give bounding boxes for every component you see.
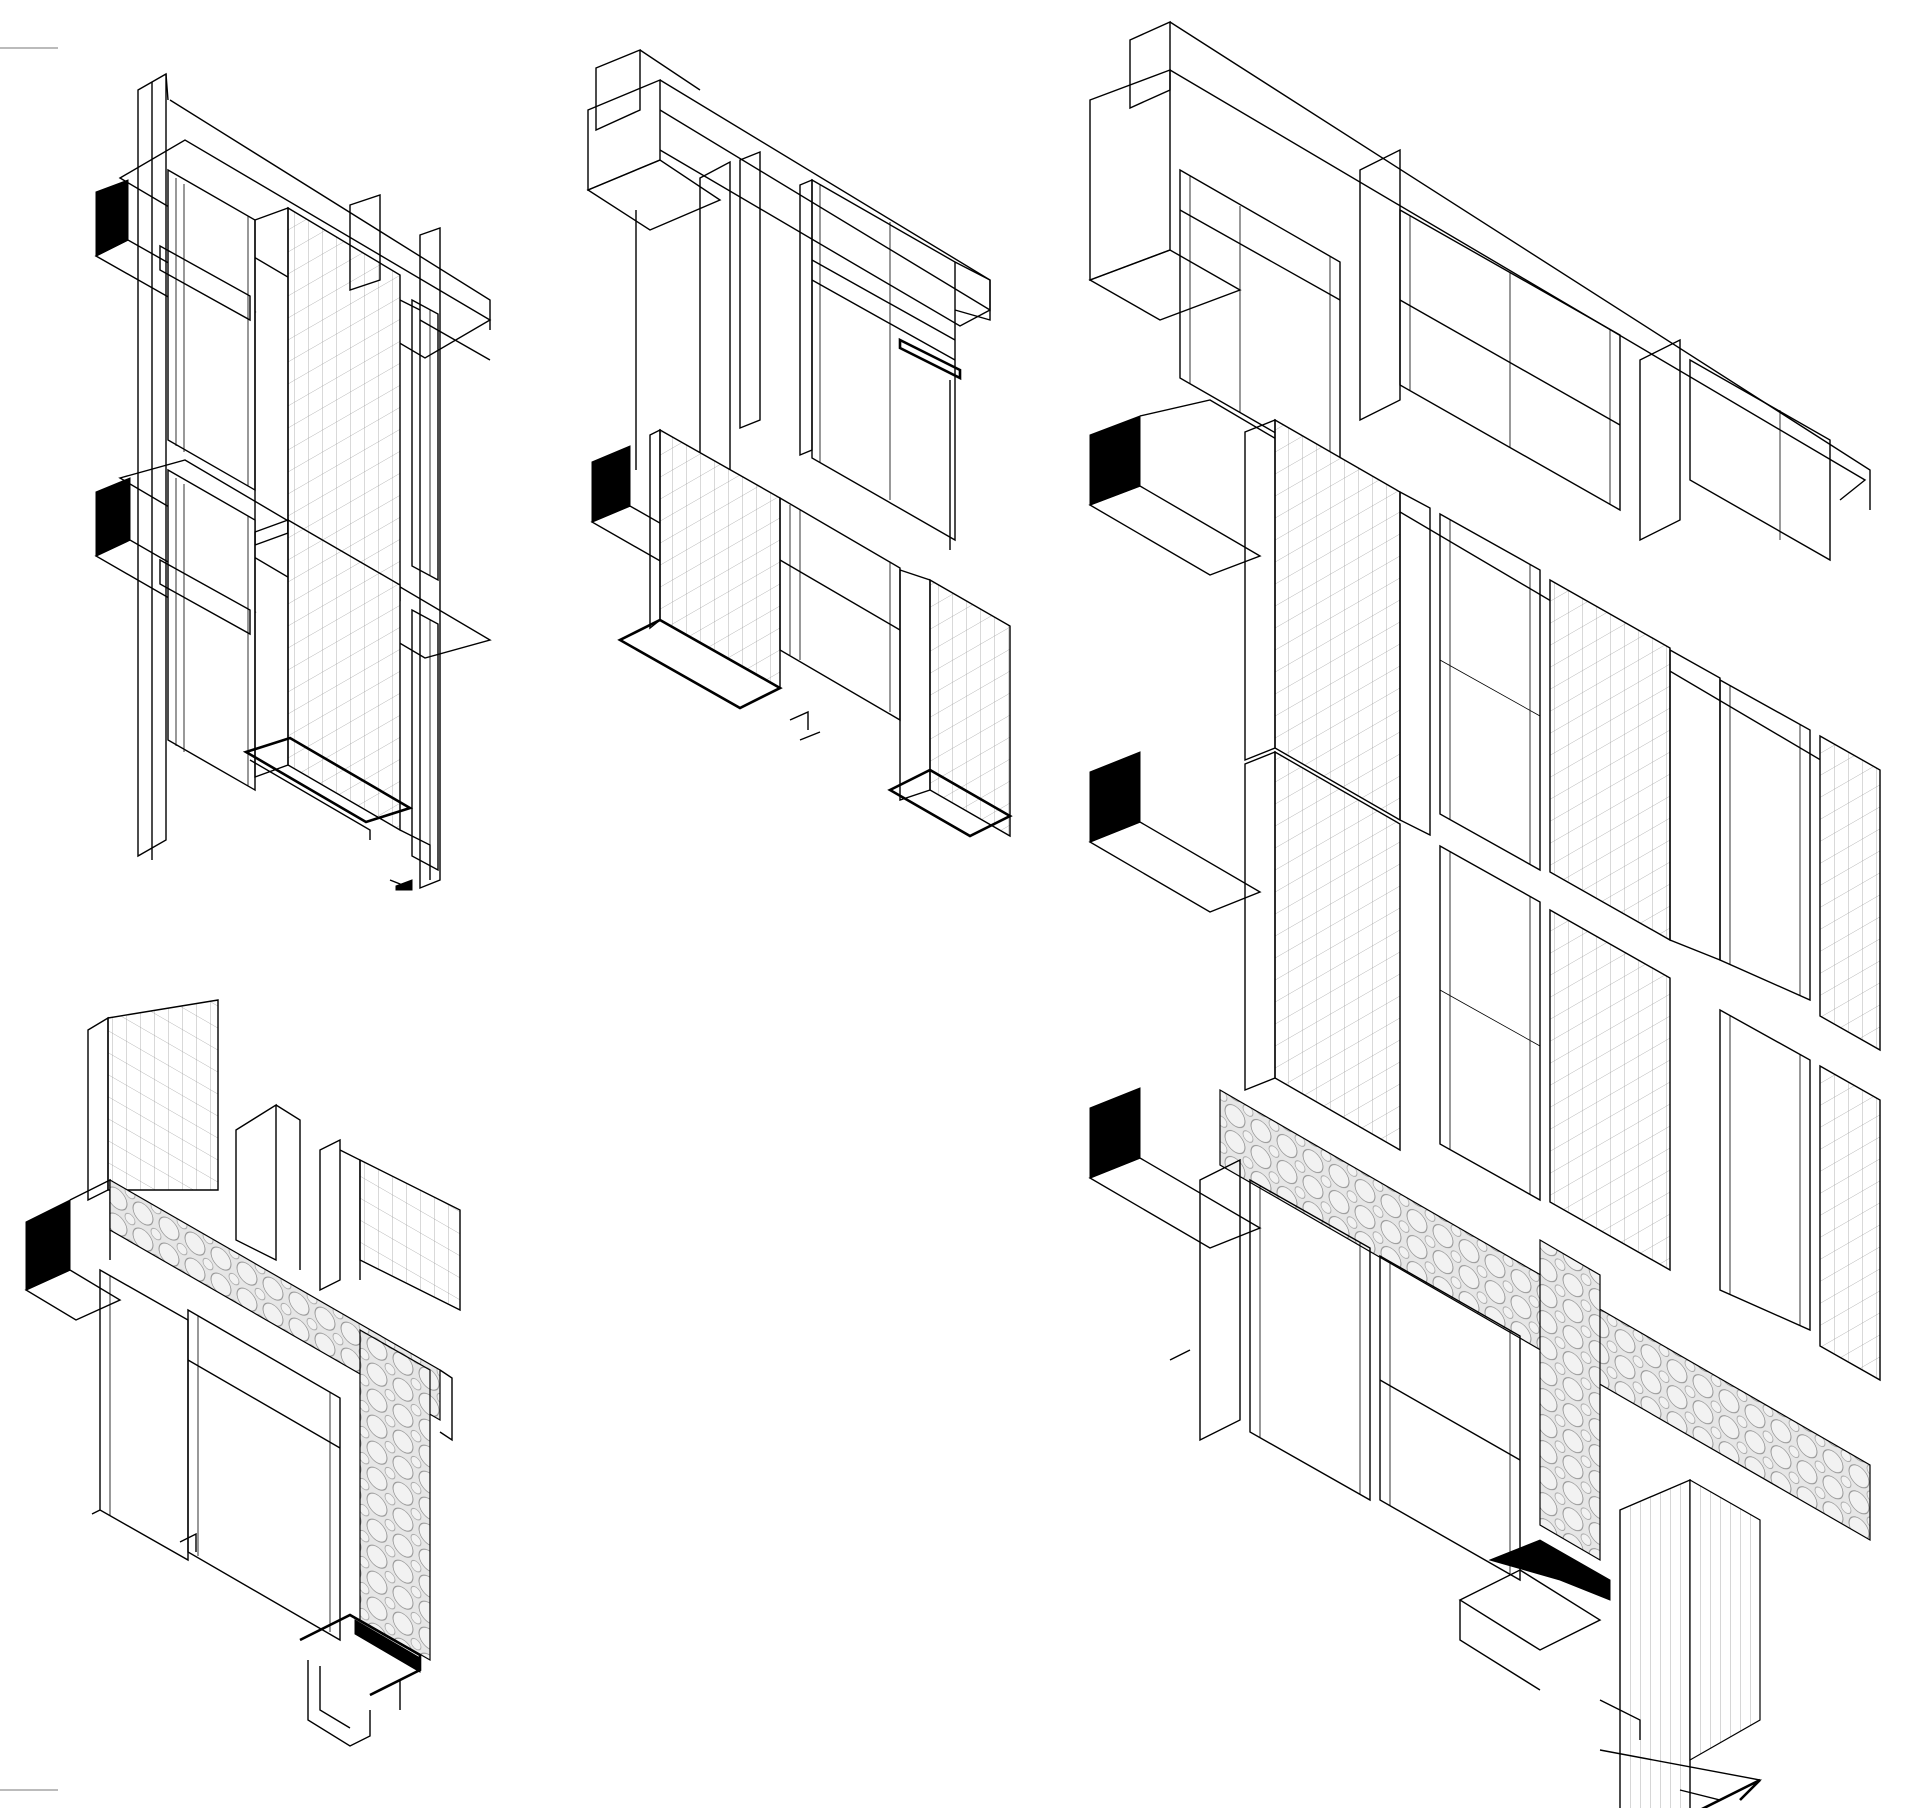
view-base-storefront-detail [24,999,461,1747]
view-window-bay-upper [586,48,1013,838]
margin-marks [0,47,58,1791]
view-full-facade-assembly [1088,20,1881,1808]
view-typical-bay-upper [94,72,492,891]
